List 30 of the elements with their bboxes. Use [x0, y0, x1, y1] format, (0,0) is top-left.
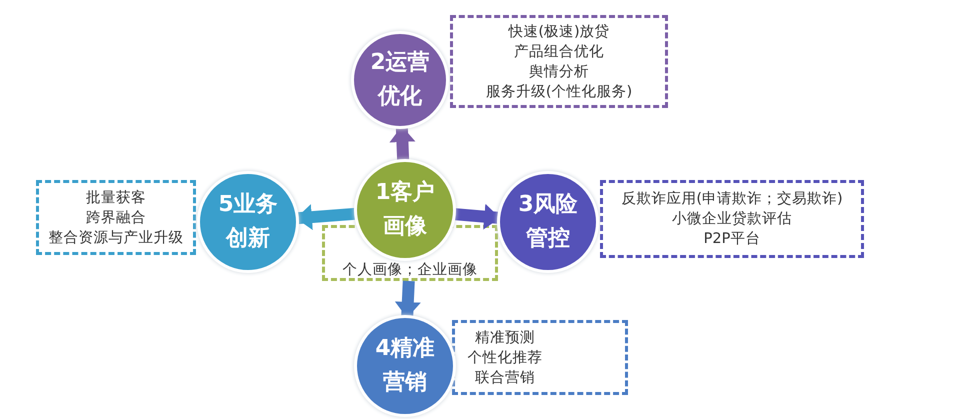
list-item: 快速(极速)放贷 — [508, 22, 610, 42]
topic-circle — [357, 318, 453, 414]
list-box — [600, 180, 864, 258]
list-item: 小微企业贷款评估 — [672, 210, 792, 229]
block-arrow — [389, 126, 416, 162]
list-item: 跨界融合 — [86, 208, 146, 228]
list-item: 联合营销 — [475, 368, 535, 388]
topic-circle — [200, 174, 296, 270]
topic-label: 2运营优化 — [369, 49, 431, 111]
topic-circle — [357, 162, 453, 258]
topic-label: 5业务创新 — [217, 191, 279, 253]
topic-circle — [500, 174, 596, 270]
topic-label: 3风险管控 — [517, 191, 579, 253]
list-item: 反欺诈应用(申请欺诈；交易欺诈) — [621, 190, 843, 209]
list-box — [450, 15, 668, 108]
list-item: P2P平台 — [704, 230, 760, 249]
list-item: 批量获客 — [86, 188, 146, 208]
topic-label: 4精准营销 — [374, 335, 436, 397]
list-box — [452, 320, 628, 395]
list-item: 个人画像；企业画像 — [342, 261, 478, 280]
list-item: 舆情分析 — [529, 62, 589, 82]
topic-circle — [354, 34, 446, 126]
list-item: 产品组合优化 — [514, 42, 604, 62]
list-item: 精准预测 — [475, 328, 535, 348]
topic-label: 1客户画像 — [374, 178, 436, 241]
block-arrow — [394, 280, 421, 318]
list-item: 整合资源与产业升级 — [48, 228, 184, 248]
list-item: 个性化推荐 — [468, 348, 542, 368]
list-item: 服务升级(个性化服务) — [486, 82, 632, 102]
list-box — [36, 180, 196, 255]
